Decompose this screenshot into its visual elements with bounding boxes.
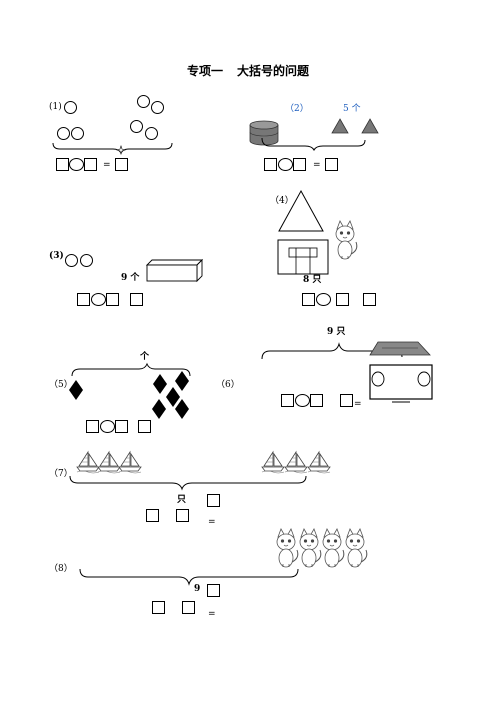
equals-sign: = bbox=[208, 609, 216, 619]
equals-sign: = bbox=[208, 517, 216, 527]
answer-box[interactable] bbox=[310, 394, 323, 407]
answer-box[interactable] bbox=[106, 293, 119, 306]
answer-box[interactable] bbox=[325, 158, 338, 171]
answer-box[interactable] bbox=[77, 293, 90, 306]
q7-label: （7） bbox=[49, 469, 73, 479]
circle-icon bbox=[65, 254, 78, 267]
diamond-icon bbox=[175, 399, 189, 419]
rectangle-prism-icon bbox=[145, 258, 204, 283]
diamond-icon bbox=[166, 387, 180, 407]
circle-icon bbox=[151, 101, 164, 114]
q8-label: （8） bbox=[49, 564, 73, 574]
car-icon bbox=[369, 341, 433, 403]
circle-icon bbox=[64, 101, 77, 114]
q5-label: （5） bbox=[49, 380, 73, 390]
answer-box[interactable] bbox=[115, 420, 128, 433]
title-part1: 专项一 bbox=[186, 64, 223, 78]
diamond-icon bbox=[152, 399, 166, 419]
answer-box[interactable] bbox=[340, 394, 353, 407]
cat-icon bbox=[345, 528, 368, 568]
answer-box[interactable] bbox=[152, 601, 165, 614]
q8-count: 9 bbox=[194, 584, 201, 594]
q3-label: (3) bbox=[49, 251, 64, 261]
answer-box[interactable] bbox=[176, 509, 189, 522]
answer-box[interactable] bbox=[86, 420, 99, 433]
circle-icon bbox=[137, 95, 150, 108]
cat-icon bbox=[276, 528, 299, 568]
q1-brace bbox=[52, 142, 173, 155]
boat-icon bbox=[284, 451, 308, 474]
q7-unit: 只 bbox=[177, 495, 187, 505]
cylinder-icon bbox=[249, 120, 279, 146]
answer-box[interactable] bbox=[264, 158, 277, 171]
diamond-icon bbox=[175, 371, 189, 391]
q8-brace bbox=[79, 568, 299, 586]
q1-label: (1) bbox=[49, 102, 62, 112]
boat-icon bbox=[97, 451, 121, 474]
answer-box[interactable] bbox=[84, 158, 97, 171]
answer-box[interactable] bbox=[281, 394, 294, 407]
operator-circle[interactable] bbox=[100, 420, 115, 433]
q2-count: 5 个 bbox=[343, 104, 361, 114]
answer-box[interactable] bbox=[363, 293, 376, 306]
boat-icon bbox=[307, 451, 331, 474]
boat-icon bbox=[76, 451, 100, 474]
answer-box[interactable] bbox=[302, 293, 315, 306]
answer-box[interactable] bbox=[207, 494, 220, 507]
equals-sign: = bbox=[313, 160, 321, 170]
q2-brace bbox=[261, 137, 366, 152]
answer-box[interactable] bbox=[130, 293, 143, 306]
boat-icon bbox=[118, 451, 142, 474]
cat-icon bbox=[322, 528, 345, 568]
q4-label: （4） bbox=[270, 196, 294, 206]
answer-box[interactable] bbox=[182, 601, 195, 614]
q5-unit: 个 bbox=[140, 352, 150, 362]
diamond-icon bbox=[69, 380, 83, 400]
q3-count: 9 个 bbox=[121, 273, 140, 283]
operator-circle[interactable] bbox=[278, 158, 293, 171]
answer-box[interactable] bbox=[56, 158, 69, 171]
q5-brace bbox=[71, 362, 191, 377]
triangle-icon bbox=[361, 118, 379, 134]
boat-icon bbox=[261, 451, 285, 474]
q7-brace bbox=[69, 475, 307, 491]
q2-label: （2） bbox=[285, 104, 309, 114]
operator-circle[interactable] bbox=[69, 158, 84, 171]
circle-icon bbox=[130, 120, 143, 133]
page-title: 专项一大括号的问题 bbox=[0, 62, 496, 79]
cat-icon bbox=[299, 528, 322, 568]
answer-box[interactable] bbox=[146, 509, 159, 522]
equals-sign: = bbox=[354, 399, 362, 409]
cat-icon bbox=[335, 220, 358, 260]
operator-circle[interactable] bbox=[91, 293, 106, 306]
answer-box[interactable] bbox=[115, 158, 128, 171]
answer-box[interactable] bbox=[138, 420, 151, 433]
q4-above: 8 只 bbox=[303, 275, 322, 285]
house-icon bbox=[277, 239, 329, 275]
circle-icon bbox=[145, 127, 158, 140]
triangle-icon bbox=[278, 189, 324, 232]
operator-circle[interactable] bbox=[316, 293, 331, 306]
answer-box[interactable] bbox=[293, 158, 306, 171]
diamond-icon bbox=[153, 374, 167, 394]
circle-icon bbox=[71, 127, 84, 140]
answer-box[interactable] bbox=[336, 293, 349, 306]
q4-count: 9 只 bbox=[327, 327, 346, 337]
title-part2: 大括号的问题 bbox=[237, 64, 310, 78]
triangle-icon bbox=[331, 118, 349, 134]
circle-icon bbox=[57, 127, 70, 140]
equals-sign: = bbox=[103, 160, 111, 170]
circle-icon bbox=[80, 254, 93, 267]
q6-label: （6） bbox=[216, 380, 240, 390]
sparkle-icon bbox=[116, 145, 126, 155]
answer-box[interactable] bbox=[207, 584, 220, 597]
operator-circle[interactable] bbox=[295, 394, 310, 407]
